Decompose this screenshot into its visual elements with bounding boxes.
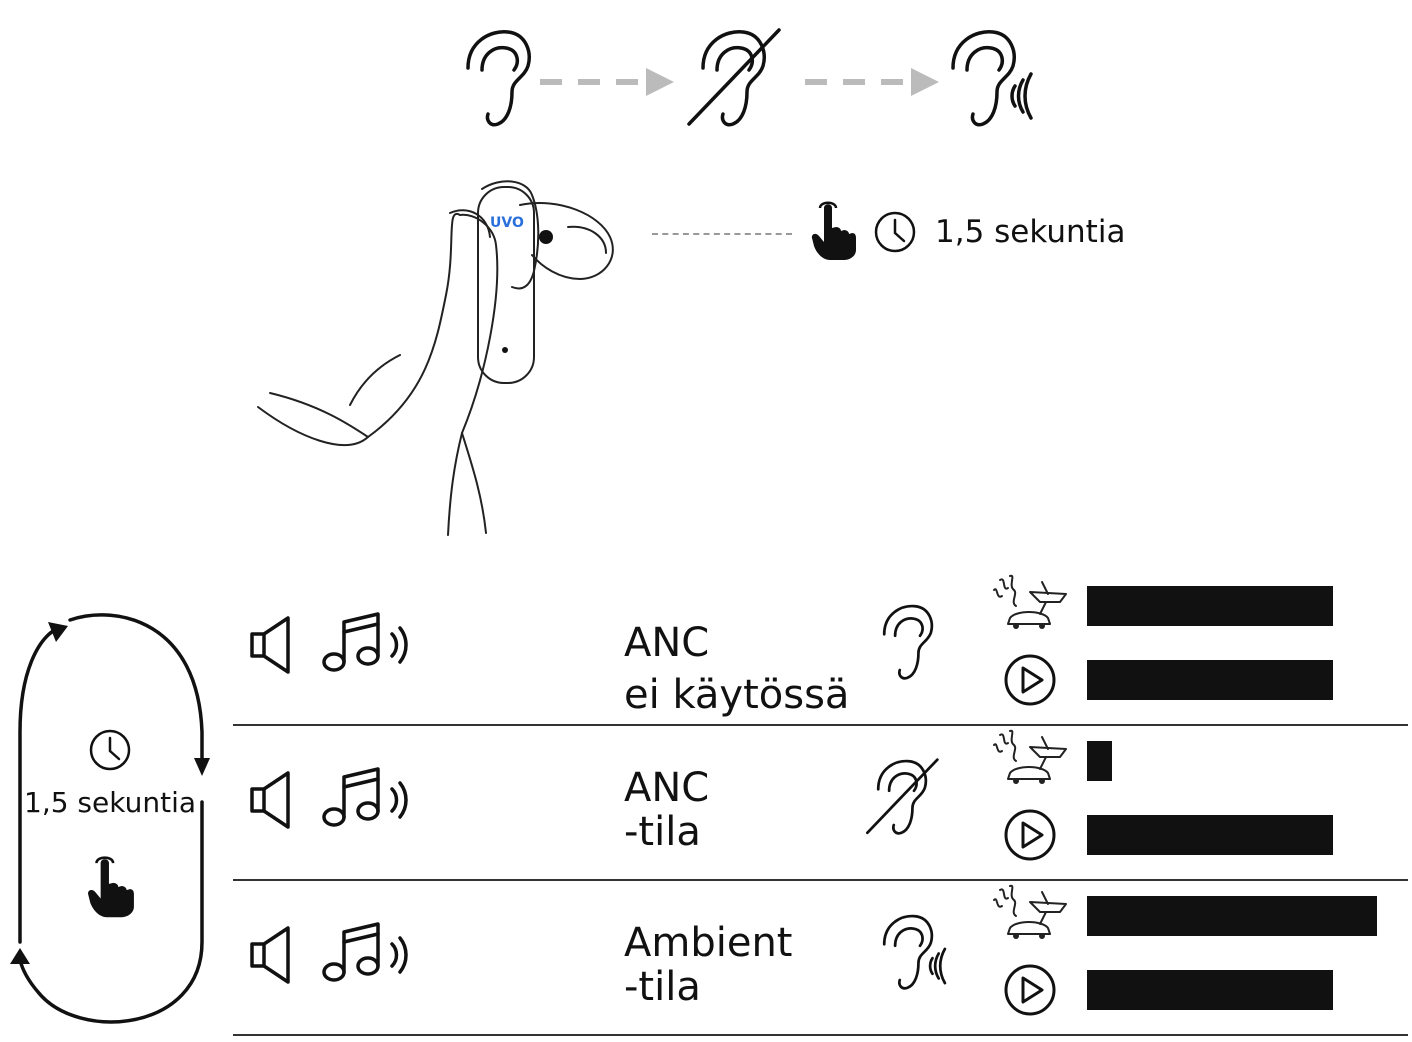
speaker-icon: [248, 924, 298, 991]
dashed-arrow-icon: [540, 68, 674, 96]
noise-level-bar: [1087, 741, 1112, 781]
mode-name-line1: ANC: [624, 620, 710, 666]
mode-name-line1: ANC: [624, 765, 710, 811]
noise-level-bar: [1087, 896, 1377, 936]
hand-touching-earbud-illustration: UVO: [250, 175, 630, 540]
playback-level-bar: [1087, 970, 1333, 1010]
speaker-icon: [248, 769, 298, 836]
play-icon: [1002, 807, 1058, 868]
hand-tap-icon: [84, 850, 136, 922]
mode-name-line1: Ambient: [624, 920, 793, 966]
ambient-noise-icon: [986, 727, 1072, 792]
svg-text:UVO: UVO: [490, 215, 524, 231]
mode-name-line2: ei käytössä: [624, 672, 850, 718]
mode-name-line2: -tila: [624, 809, 701, 855]
ear-crossed-icon: [687, 28, 781, 127]
dashed-arrow-icon: [805, 68, 939, 96]
row-divider: [233, 879, 1408, 881]
clock-icon: [873, 210, 917, 254]
play-icon: [1002, 652, 1058, 713]
playback-level-bar: [1087, 815, 1333, 855]
hand-tap-icon: [808, 200, 858, 260]
clock-icon: [88, 728, 132, 772]
ear-icon: [466, 30, 531, 127]
music-note-icon: [320, 612, 420, 679]
row-divider: [233, 1034, 1408, 1036]
dotted-leader-line: [652, 233, 792, 235]
ear-icon: [878, 602, 948, 687]
speaker-icon: [248, 614, 298, 681]
mode-sequence: [440, 20, 1060, 140]
ambient-noise-icon: [986, 882, 1072, 947]
music-note-icon: [320, 767, 420, 834]
music-note-icon: [320, 922, 420, 989]
ear-sound-icon: [951, 30, 1033, 127]
ear-sound-icon: [878, 912, 948, 997]
ambient-noise-icon: [986, 572, 1072, 637]
row-divider: [233, 724, 1408, 726]
hold-duration-label: 1,5 sekuntia: [935, 214, 1126, 250]
play-icon: [1002, 962, 1058, 1023]
ear-crossed-icon: [865, 757, 942, 842]
cycle-loop: [8, 612, 228, 1037]
cycle-duration-label: 1,5 sekuntia: [24, 786, 197, 819]
noise-level-bar: [1087, 586, 1333, 626]
mode-name-line2: -tila: [624, 964, 701, 1010]
playback-level-bar: [1087, 660, 1333, 700]
